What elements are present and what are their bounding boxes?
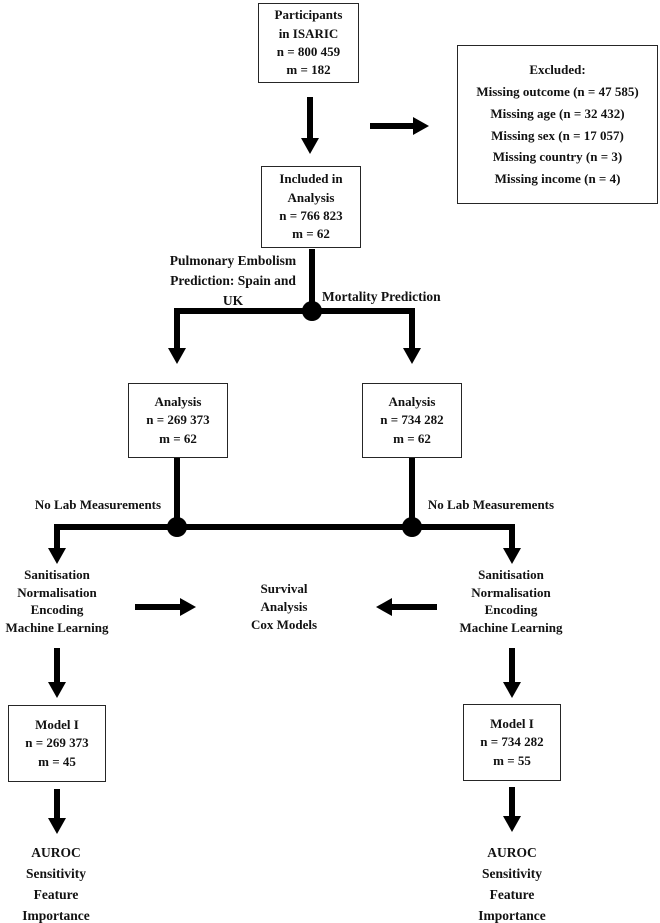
analysis-mortality-m: m = 62: [393, 430, 431, 446]
excluded-title: Excluded:: [529, 62, 586, 78]
survival-analysis-label: Survival Analysis Cox Models: [250, 581, 318, 632]
model-pe-title: Model I: [35, 716, 79, 732]
analysis-pe-box: Analysis n = 269 373 m = 62: [128, 383, 228, 458]
excluded-line: Missing sex (n = 17 057): [491, 127, 624, 143]
model-pe-n: n = 269 373: [25, 735, 89, 751]
participants-m: m = 182: [286, 62, 331, 78]
branch-no-lab-arms: [48, 524, 521, 564]
model-mortality-m: m = 55: [493, 752, 531, 768]
participants-box: Participants in ISARIC n = 800 459 m = 1…: [258, 3, 359, 83]
analysis-mortality-box: Analysis n = 734 282 m = 62: [362, 383, 462, 458]
participants-n: n = 800 459: [276, 44, 341, 59]
participants-title: Participants in ISARIC: [274, 7, 343, 41]
junction-dot-left: [167, 517, 187, 537]
branch-prediction-arms: [168, 308, 421, 364]
outcomes-right: AUROC Sensitivity Feature Importance: [478, 845, 546, 923]
model-mortality-title: Model I: [490, 715, 534, 731]
excluded-line: Missing income (n = 4): [494, 171, 621, 187]
included-title: Included in Analysis: [279, 171, 343, 205]
model-pe-m: m = 45: [38, 753, 76, 769]
no-lab-label-left: No Lab Measurements: [34, 497, 162, 512]
excluded-line: Missing age (n = 32 432): [490, 105, 625, 121]
model-mortality-box: Model I n = 734 282 m = 55: [463, 704, 561, 781]
no-lab-label-right: No Lab Measurements: [427, 497, 555, 512]
excluded-line: Missing country (n = 3): [492, 149, 623, 165]
analysis-mortality-n: n = 734 282: [380, 412, 444, 428]
mortality-branch-label: Mortality Prediction: [322, 289, 441, 304]
process-steps-right: Sanitisation Normalisation Encoding Mach…: [459, 567, 563, 635]
junction-dot-right: [402, 517, 422, 537]
included-m: m = 62: [292, 226, 330, 242]
pe-branch-label: Pulmonary Embolism Prediction: Spain and…: [169, 253, 297, 308]
included-box: Included in Analysis n = 766 823 m = 62: [261, 166, 361, 248]
excluded-box: Excluded: Missing outcome (n = 47 585) M…: [457, 45, 658, 204]
analysis-pe-title: Analysis: [154, 393, 202, 409]
outcomes-left: AUROC Sensitivity Feature Importance: [22, 845, 90, 923]
analysis-pe-n: n = 269 373: [146, 412, 210, 428]
analysis-mortality-title: Analysis: [388, 393, 436, 409]
model-mortality-n: n = 734 282: [480, 734, 544, 750]
process-steps-left: Sanitisation Normalisation Encoding Mach…: [5, 567, 109, 635]
model-pe-box: Model I n = 269 373 m = 45: [8, 705, 106, 782]
included-n: n = 766 823: [279, 208, 343, 223]
excluded-line: Missing outcome (n = 47 585): [476, 83, 639, 99]
analysis-pe-m: m = 62: [159, 430, 197, 446]
